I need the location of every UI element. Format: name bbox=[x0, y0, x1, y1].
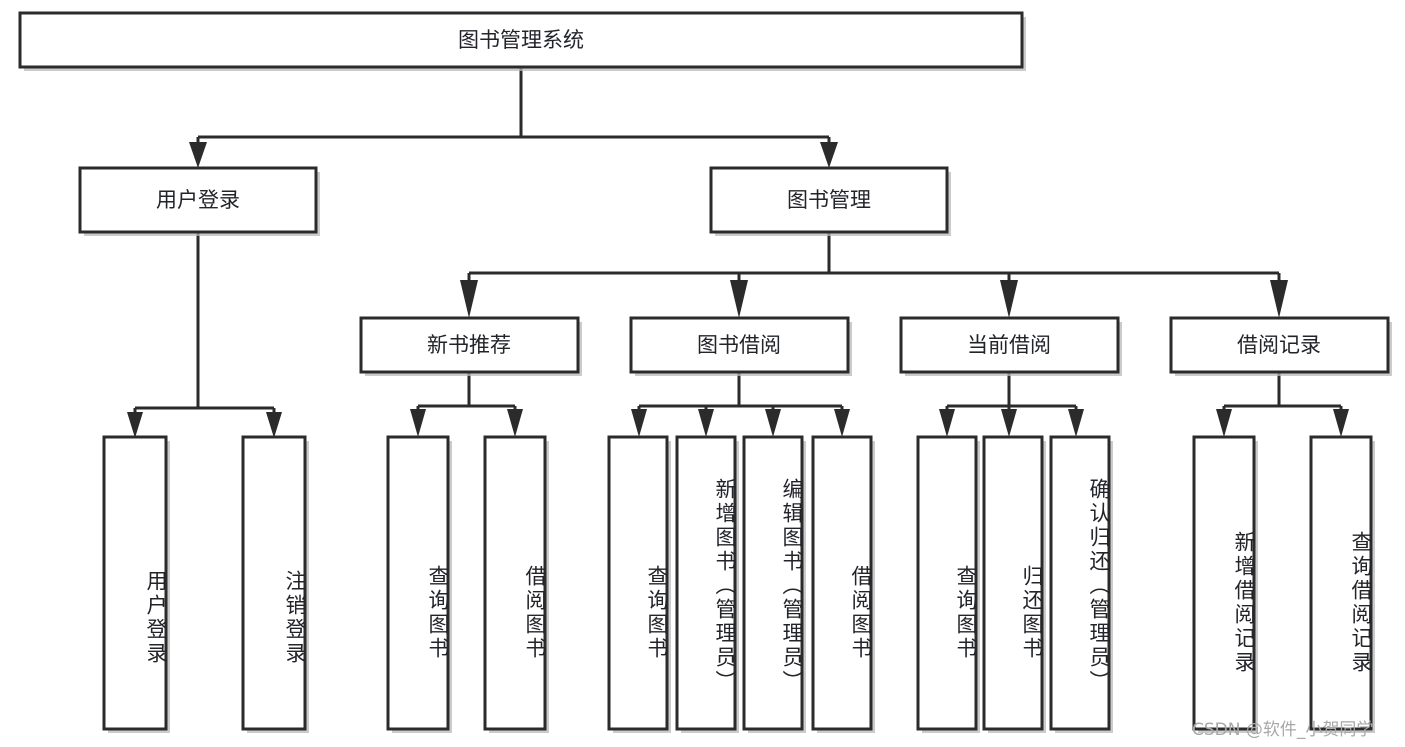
node-book-borrow[interactable]: 图书借阅 bbox=[629, 316, 852, 376]
leaf-box[interactable] bbox=[675, 435, 737, 731]
leaf-box[interactable] bbox=[607, 435, 669, 731]
arrow-nb-leaf-1 bbox=[410, 409, 426, 437]
leaf-box[interactable] bbox=[811, 435, 873, 731]
leaf-node-current-borrow-3[interactable] bbox=[1049, 435, 1113, 733]
connector-layer bbox=[127, 67, 1349, 438]
leaf-node-book-borrow-2[interactable] bbox=[675, 435, 739, 733]
connector-borrowrecord-bus bbox=[1222, 372, 1343, 412]
leaf-box[interactable] bbox=[982, 435, 1044, 731]
book-borrow-label: 图书借阅 bbox=[697, 333, 781, 357]
leaf-box[interactable] bbox=[102, 435, 168, 731]
node-new-book-recommend[interactable]: 新书推荐 bbox=[359, 316, 582, 376]
leaf-node-user-login-1[interactable] bbox=[102, 435, 170, 733]
connector-newbook-bus bbox=[416, 372, 517, 412]
leaf-node-book-borrow-3[interactable] bbox=[742, 435, 806, 733]
node-book-manage[interactable]: 图书管理 bbox=[709, 166, 951, 236]
connector-bookmanage-bus bbox=[467, 232, 1281, 282]
arrow-cb-leaf-1 bbox=[939, 409, 955, 437]
leaf-box[interactable] bbox=[742, 435, 804, 731]
node-root[interactable]: 图书管理系统 bbox=[18, 11, 1026, 71]
leaf-node-user-login-2[interactable] bbox=[241, 435, 309, 733]
arrow-to-book-borrow bbox=[730, 280, 748, 318]
leaf-node-book-borrow-4[interactable] bbox=[811, 435, 875, 733]
leaf-node-new-book-2[interactable] bbox=[483, 435, 549, 733]
leaf-box[interactable] bbox=[1192, 435, 1256, 731]
root-box[interactable] bbox=[18, 11, 1024, 69]
leaf-node-borrow-record-1[interactable] bbox=[1192, 435, 1258, 733]
connector-userlogin-bus bbox=[133, 232, 276, 415]
leaf-box[interactable] bbox=[1049, 435, 1111, 731]
new-book-recommend-box[interactable] bbox=[359, 316, 580, 374]
borrow-record-label: 借阅记录 bbox=[1237, 333, 1321, 357]
arrow-to-leaf-logout bbox=[266, 412, 282, 438]
arrow-bb-leaf-4 bbox=[834, 409, 850, 437]
arrow-cb-leaf-2 bbox=[1001, 409, 1017, 437]
leaf-box[interactable] bbox=[916, 435, 978, 731]
arrow-to-borrow-record bbox=[1270, 280, 1288, 318]
current-borrow-box[interactable] bbox=[899, 316, 1120, 374]
new-book-recommend-label: 新书推荐 bbox=[427, 333, 511, 357]
leaf-box[interactable] bbox=[483, 435, 547, 731]
arrow-to-leaf-user-login bbox=[127, 412, 143, 438]
arrow-cb-leaf-3 bbox=[1068, 409, 1084, 437]
book-borrow-box[interactable] bbox=[629, 316, 850, 374]
leaf-box[interactable] bbox=[241, 435, 307, 731]
leaf-node-borrow-record-2[interactable] bbox=[1309, 435, 1375, 733]
book-manage-box[interactable] bbox=[709, 166, 949, 234]
user-login-label: 用户登录 bbox=[156, 188, 240, 212]
arrow-br-leaf-2 bbox=[1333, 409, 1349, 437]
connector-bookborrow-bus bbox=[637, 372, 844, 412]
leaf-node-new-book-1[interactable] bbox=[386, 435, 452, 733]
node-user-login[interactable]: 用户登录 bbox=[78, 166, 320, 236]
leaf-box[interactable] bbox=[386, 435, 450, 731]
arrow-bb-leaf-2 bbox=[698, 409, 714, 437]
borrow-record-box[interactable] bbox=[1169, 316, 1390, 374]
node-borrow-record[interactable]: 借阅记录 bbox=[1169, 316, 1392, 376]
arrow-to-user-login bbox=[189, 142, 207, 168]
arrow-nb-leaf-2 bbox=[507, 409, 523, 437]
arrow-bb-leaf-3 bbox=[765, 409, 781, 437]
leaf-node-current-borrow-1[interactable] bbox=[916, 435, 980, 733]
leaf-node-current-borrow-2[interactable] bbox=[982, 435, 1046, 733]
arrow-to-new-book-recommend bbox=[460, 280, 478, 318]
leaf-node-book-borrow-1[interactable] bbox=[607, 435, 671, 733]
arrow-bb-leaf-1 bbox=[631, 409, 647, 437]
leaf-box[interactable] bbox=[1309, 435, 1373, 731]
connector-root-to-level1 bbox=[196, 67, 831, 150]
node-current-borrow[interactable]: 当前借阅 bbox=[899, 316, 1122, 376]
node-layer: 图书管理系统 用户登录 图书管理 新书推荐 bbox=[18, 11, 1392, 733]
arrow-br-leaf-1 bbox=[1216, 409, 1232, 437]
book-manage-label: 图书管理 bbox=[787, 188, 871, 212]
root-label: 图书管理系统 bbox=[458, 28, 584, 52]
arrow-to-current-borrow bbox=[1000, 280, 1018, 318]
current-borrow-label: 当前借阅 bbox=[967, 333, 1051, 357]
arrow-to-book-manage bbox=[820, 142, 838, 168]
connector-currentborrow-bus bbox=[945, 372, 1078, 412]
user-login-box[interactable] bbox=[78, 166, 318, 234]
csdn-watermark: CSDN @软件_小贺同学 bbox=[1192, 720, 1374, 740]
